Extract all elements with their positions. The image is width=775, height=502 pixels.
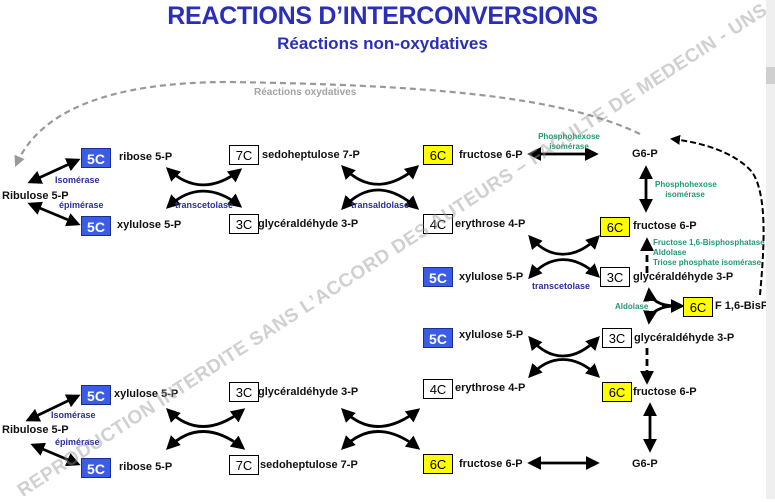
epimerase-label-bottom: épimérase <box>55 437 100 447</box>
carbon-box-5c: 5C <box>81 148 111 168</box>
fbpase-label-line-2: Aldolase <box>653 248 687 257</box>
page-title: REACTIONS D’INTERCONVERSIONS <box>167 2 598 30</box>
erythrose-4p-top: erythrose 4-P <box>455 218 526 230</box>
transcetolase-label-top: transcetolase <box>175 200 234 210</box>
xylulose-5p-middle: xylulose 5-P <box>459 271 524 283</box>
carbon-box-5c: 5C <box>81 385 111 405</box>
isomerase-label-bottom: Isomérase <box>51 410 96 420</box>
xylulose-5p-top: xylulose 5-P <box>117 219 182 231</box>
carbon-box-3c: 3C <box>229 382 259 402</box>
transcetolase-mid-arrow-2 <box>528 258 601 280</box>
carbon-box-4c: 4C <box>423 379 453 399</box>
pgi-label-vertical-top: Phosphohexose isomérase <box>655 180 717 200</box>
fructose-6p-top: fructose 6-P <box>459 149 523 161</box>
glyceraldehyde-3p-bottom: glycéraldéhyde 3-P <box>258 386 359 398</box>
pgi-label-line-2: isomérase <box>549 142 589 151</box>
transaldolase-arrow-2 <box>341 188 420 211</box>
carbon-box-3c: 3C <box>600 267 630 287</box>
aldolase-arrow-down <box>643 304 677 325</box>
fbpase-label-line-1: Fructose 1,6-Bisphosphatase <box>653 238 765 247</box>
pgi-label-horizontal-top: Phosphohexose isomérase <box>536 132 602 152</box>
transaldolase-bottom-arrow-1 <box>341 408 421 428</box>
isomerase-label-top: Isomérase <box>55 175 100 185</box>
carbon-box-4c: 4C <box>423 214 453 234</box>
epimerase-label-top: épimérase <box>59 200 104 210</box>
transaldolase-arrow-1 <box>341 164 420 186</box>
ribose-5p-top: ribose 5-P <box>119 151 173 163</box>
xylulose-5p-lower: xylulose 5-P <box>459 329 524 341</box>
carbon-box-7c: 7C <box>229 145 259 165</box>
fructose-6p-bottom: fructose 6-P <box>459 458 523 470</box>
glyceraldehyde-3p-top: glycéraldéhyde 3-P <box>258 218 359 230</box>
transcetolase-bottom-arrow-1 <box>166 408 246 428</box>
epimerase-arrow <box>27 201 81 227</box>
page-subtitle: Réactions non-oxydatives <box>277 34 488 53</box>
fbp-to-g6p-arrow <box>670 134 765 296</box>
fructose-1-6-bisp: F 1,6-BisP <box>715 300 769 312</box>
carbon-box-5c: 5C <box>81 216 111 236</box>
scrollbar-thumb[interactable] <box>766 67 775 84</box>
isomerase-bottom-arrow <box>25 394 81 422</box>
isomerase-arrow <box>27 158 81 184</box>
carbon-box-3c: 3C <box>229 214 259 234</box>
vertical-scrollbar[interactable] <box>766 0 775 499</box>
xylulose-5p-bottom: xylulose 5-P <box>114 388 179 400</box>
oxidative-reactions-label: Réactions oxydatives <box>254 87 357 98</box>
transcetolase-arrow-2 <box>165 189 243 209</box>
transcetolase-mid-arrow-1 <box>528 234 600 256</box>
carbon-box-6c: 6C <box>683 297 713 317</box>
carbon-box-5c: 5C <box>81 458 111 478</box>
carbon-box-7c: 7C <box>229 455 259 475</box>
sedoheptulose-7p-bottom: sedoheptulose 7-P <box>260 459 358 471</box>
carbon-box-5c: 5C <box>423 328 453 348</box>
oxidative-arrow <box>14 80 641 168</box>
carbon-box-6c: 6C <box>602 382 632 402</box>
fructose-6p-bottom-right: fructose 6-P <box>633 386 697 398</box>
carbon-box-6c: 6C <box>423 145 453 165</box>
sedoheptulose-7p-top: sedoheptulose 7-P <box>262 149 360 161</box>
pgi-label-line-2: isomérase <box>665 190 705 199</box>
transcetolase-arrow-1 <box>165 167 243 187</box>
ribulose-5p-bottom: Ribulose 5-P <box>2 424 69 436</box>
aldolase-label: Aldolase <box>615 302 649 311</box>
ribulose-5p-top: Ribulose 5-P <box>2 190 69 202</box>
g6p-bottom: G6-P <box>632 458 658 470</box>
glyceraldehyde-3p-middle: glycéraldéhyde 3-P <box>633 271 734 283</box>
fbpase-label-line-3: Triose phosphate isomérase <box>653 258 762 267</box>
ribose-5p-bottom: ribose 5-P <box>119 461 173 473</box>
aldolase-arrow-up <box>643 287 677 308</box>
carbon-box-6c: 6C <box>600 217 630 237</box>
carbon-box-5c: 5C <box>423 267 453 287</box>
transcetolase-label-middle: transcetolase <box>532 281 591 291</box>
transcetolase-low-arrow-2 <box>528 358 601 379</box>
transaldolase-bottom-arrow-2 <box>341 430 421 450</box>
fbpase-label: Fructose 1,6-Bisphosphatase Aldolase Tri… <box>653 238 765 268</box>
pgi-label-line-1: Phosphohexose <box>538 132 600 141</box>
transcetolase-bottom-arrow-2 <box>166 430 246 450</box>
transcetolase-low-arrow-1 <box>528 335 600 358</box>
erythrose-4p-bottom: erythrose 4-P <box>455 382 526 394</box>
carbon-box-3c: 3C <box>602 328 632 348</box>
carbon-box-6c: 6C <box>423 454 453 474</box>
epimerase-bottom-arrow <box>30 442 81 467</box>
pgi-label-line-1: Phosphohexose <box>655 180 717 189</box>
glyceraldehyde-3p-lower: glycéraldéhyde 3-P <box>634 332 735 344</box>
fructose-6p-middle: fructose 6-P <box>633 220 697 232</box>
g6p-top: G6-P <box>632 148 658 160</box>
transaldolase-label-top: transaldolase <box>351 200 410 210</box>
